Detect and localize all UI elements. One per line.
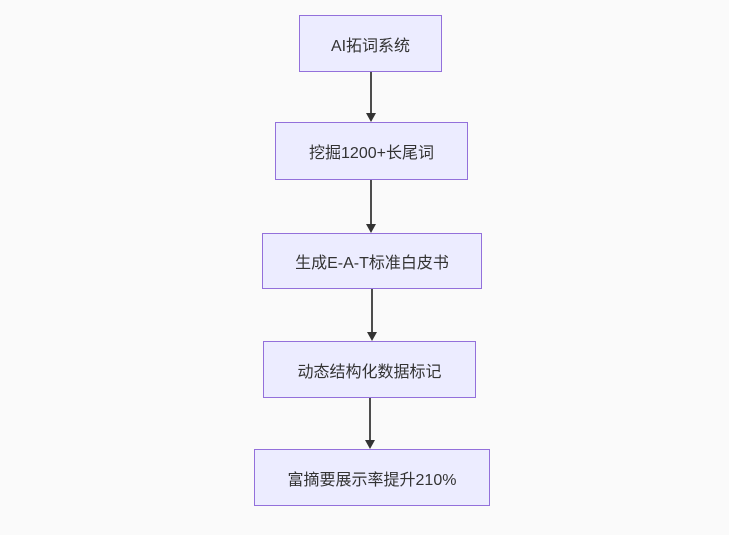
arrow-line (369, 398, 371, 440)
flow-edge-1 (365, 72, 377, 122)
flow-node-eat-whitepaper: 生成E-A-T标准白皮书 (262, 233, 482, 289)
arrow-line (371, 289, 373, 332)
arrow-line (370, 180, 372, 224)
flow-node-ai-keyword-system: AI拓词系统 (299, 15, 442, 72)
flow-node-label: 挖掘1200+长尾词 (309, 145, 434, 162)
flow-node-label: AI拓词系统 (330, 37, 411, 55)
arrow-down-icon (367, 332, 377, 341)
flow-node-rich-snippet-uplift: 富摘要展示率提升210% (254, 449, 490, 506)
arrow-line (370, 72, 372, 113)
flow-node-structured-data-markup: 动态结构化数据标记 (263, 341, 476, 398)
flow-edge-2 (365, 180, 377, 233)
arrow-down-icon (366, 113, 376, 122)
flow-node-label: 生成E-A-T标准白皮书 (295, 255, 449, 272)
arrow-down-icon (366, 224, 376, 233)
flow-edge-4 (364, 398, 376, 449)
flow-node-label: 动态结构化数据标记 (297, 363, 442, 381)
flow-node-longtail-mining: 挖掘1200+长尾词 (275, 122, 468, 180)
flow-node-label: 富摘要展示率提升210% (287, 471, 457, 489)
arrow-down-icon (365, 440, 375, 449)
flow-edge-3 (366, 289, 378, 341)
